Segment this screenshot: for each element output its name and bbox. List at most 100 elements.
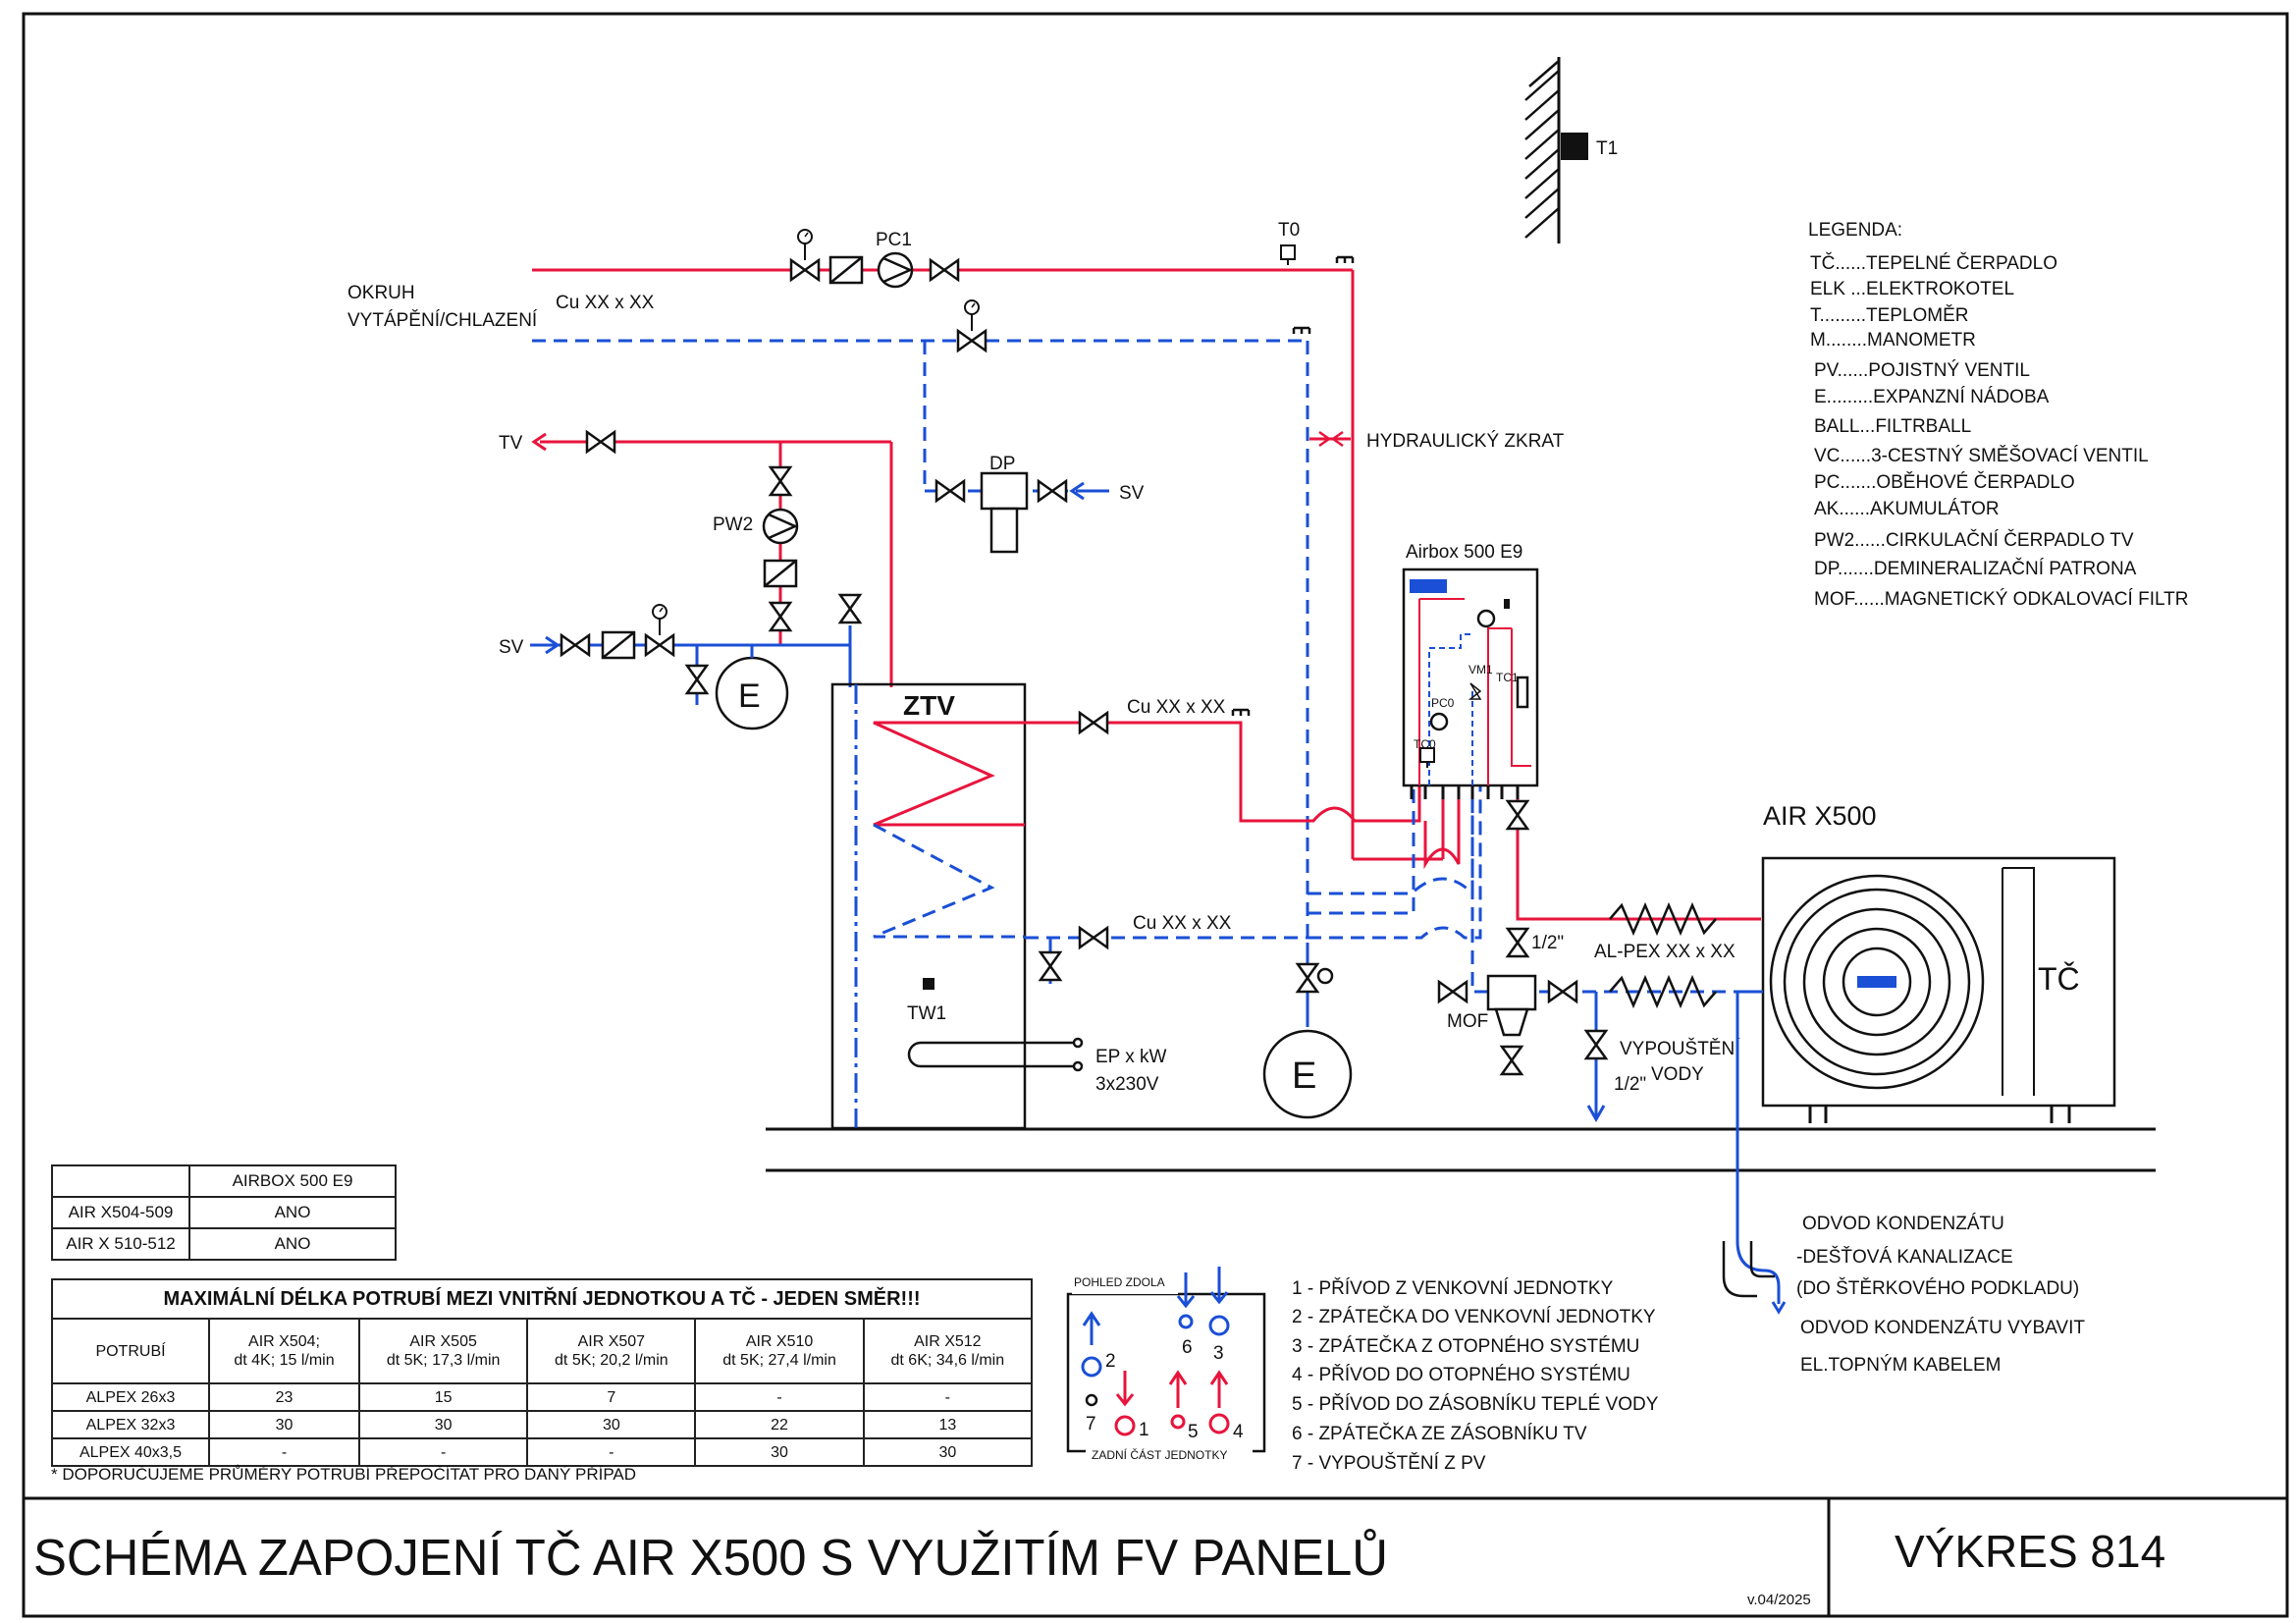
legend-item: PV......POJISTNÝ VENTIL [1814, 360, 2030, 381]
connector-view-top: POHLED ZDOLA [1074, 1275, 1165, 1289]
table-cell: - [694, 1382, 865, 1412]
airbox-label: Airbox 500 E9 [1406, 542, 1522, 563]
pipe-table-title: MAXIMÁLNÍ DÉLKA POTRUBÍ MEZI VNITŘNÍ JED… [51, 1278, 1033, 1320]
col-flow: dt 5K; 27,4 l/min [722, 1352, 836, 1369]
conn-7: 7 [1086, 1414, 1096, 1434]
table-cell: 22 [694, 1410, 865, 1439]
airbox-table-corner [51, 1164, 190, 1198]
table-cell: - [862, 1382, 1034, 1412]
legend-item: T.........TEPLOMĚR [1810, 304, 1969, 326]
pw2-label: PW2 [713, 514, 753, 535]
table-cell: 30 [526, 1410, 697, 1439]
legend-item: E.........EXPANZNÍ NÁDOBA [1814, 387, 2050, 407]
connection-item: 7 - VYPOUŠTĚNÍ Z PV [1292, 1452, 1486, 1474]
legend-item: M........MANOMETR [1810, 330, 1976, 351]
table-row: ALPEX 26x3 23 15 7 - - [51, 1382, 1034, 1412]
col-flow: dt 5K; 20,2 l/min [555, 1352, 668, 1369]
t1-label: T1 [1596, 138, 1618, 159]
col-model: AIR X512 [914, 1333, 982, 1350]
cu-mid-label: Cu XX x XX [1127, 697, 1226, 718]
connection-list: 1 - PŘÍVOD Z VENKOVNÍ JEDNOTKY 2 - ZPÁTE… [1292, 1277, 1659, 1474]
table-cell: AIR X504-509 [51, 1196, 190, 1229]
legend-item: PC.......OBĚHOVÉ ČERPADLO [1814, 471, 2075, 493]
drawing-number: VÝKRES 814 [1895, 1526, 2165, 1577]
tc1-label: TC1 [1496, 671, 1519, 684]
col-flow: dt 5K; 17,3 l/min [386, 1352, 501, 1369]
table-cell: - [526, 1437, 697, 1467]
cond-line2: -DEŠŤOVÁ KANALIZACE [1796, 1246, 2013, 1268]
hot-water-line: TV PW2 [499, 430, 893, 687]
pipe-length-table: MAXIMÁLNÍ DÉLKA POTRUBÍ MEZI VNITŘNÍ JED… [51, 1278, 1034, 1467]
legend-item: ELK ...ELEKTROKOTEL [1810, 279, 2014, 299]
table-cell: 30 [207, 1410, 361, 1439]
col-model: AIR X507 [577, 1333, 646, 1350]
legend-item: VC......3-CESTNÝ SMĚŠOVACÍ VENTIL [1814, 445, 2149, 466]
table-cell: AIR X 510-512 [51, 1227, 190, 1261]
table-row: ALPEX 32x3 30 30 30 22 13 [51, 1410, 1034, 1439]
connection-item: 2 - ZPÁTEČKA DO VENKOVNÍ JEDNOTKY [1292, 1306, 1656, 1327]
cond-line4: ODVOD KONDENZÁTU VYBAVIT [1800, 1318, 2085, 1338]
table-cell: 30 [862, 1437, 1034, 1467]
legend: LEGENDA: TČ......TEPELNÉ ČERPADLO ELK ..… [1808, 220, 2188, 610]
airbox-unit: Airbox 500 E9 PC0 TC0 VM1 TC1 [1402, 542, 1539, 799]
airbox-table-header: AIRBOX 500 E9 [188, 1164, 397, 1198]
airbox-compat-table: AIRBOX 500 E9 AIR X504-509 ANO AIR X 510… [51, 1164, 397, 1261]
cond-line5: EL.TOPNÝM KABELEM [1800, 1355, 2002, 1376]
table-cell: ANO [188, 1196, 397, 1229]
conn-3: 3 [1213, 1343, 1224, 1364]
conn-1: 1 [1139, 1420, 1149, 1440]
pipe-table-footnote: * DOPORUČUJEME PRŮMĚRY POTRUBÍ PŘEPOČÍTA… [51, 1465, 637, 1484]
pc1-label: PC1 [876, 230, 912, 250]
table-cell: - [207, 1437, 361, 1467]
hot-water-tank: ZTV TW1 EP x kW 3x230V [830, 682, 1167, 1130]
heat-pump-air-x500: AIR X500 TČ [1735, 801, 2116, 1178]
ep-voltage-label: 3x230V [1095, 1074, 1159, 1095]
vypousteni1-label: VYPOUŠTĚNÍ [1620, 1038, 1740, 1059]
table-cell: 13 [862, 1410, 1034, 1439]
vm1-label: VM1 [1468, 663, 1493, 676]
conn-5: 5 [1188, 1422, 1199, 1442]
e-bottom-label: E [1292, 1055, 1316, 1097]
conn-6: 6 [1182, 1337, 1193, 1358]
pc0-label: PC0 [1431, 696, 1455, 710]
table-cell: ALPEX 40x3,5 [51, 1437, 210, 1467]
table-cell: 15 [358, 1382, 529, 1412]
dp-label: DP [989, 454, 1015, 474]
sv-left-label: SV [499, 637, 524, 658]
alpex-label: AL-PEX XX x XX [1594, 942, 1735, 962]
legend-item: MOF......MAGNETICKÝ ODKALOVACÍ FILTR [1814, 589, 2188, 610]
tank-to-airbox-pipes: Cu XX x XX Cu XX x XX [1025, 697, 1482, 984]
pipe-table-col-head: POTRUBÍ [51, 1318, 210, 1384]
col-model: AIR X510 [745, 1333, 814, 1350]
t0-label: T0 [1278, 220, 1300, 241]
table-cell: 23 [207, 1382, 361, 1412]
mof-label: MOF [1447, 1011, 1488, 1032]
condensate-drain: ODVOD KONDENZÁTU -DEŠŤOVÁ KANALIZACE (DO… [1722, 1100, 2085, 1376]
table-cell: 30 [694, 1437, 865, 1467]
connection-item: 4 - PŘÍVOD DO OTOPNÉHO SYSTÉMU [1292, 1364, 1630, 1385]
airbox-to-heatpump-pipes: 1/2" AL-PEX XX x XX MOF VYPOUŠTĚNÍ VODY … [1437, 799, 1761, 1123]
table-cell: ANO [188, 1227, 397, 1261]
legend-item: BALL...FILTRBALL [1814, 416, 1971, 437]
col-model: AIR X505 [409, 1333, 477, 1350]
legend-title: LEGENDA: [1808, 220, 1902, 241]
col-flow: dt 6K; 34,6 l/min [890, 1352, 1005, 1369]
tw1-label: TW1 [907, 1003, 946, 1024]
table-row: ALPEX 40x3,5 - - - 30 30 [51, 1437, 1034, 1467]
legend-item: TČ......TEPELNÉ ČERPADLO [1810, 252, 2057, 274]
col-flow: dt 4K; 15 l/min [234, 1352, 335, 1369]
legend-item: DP.......DEMINERALIZAČNÍ PATRONA [1814, 558, 2137, 579]
connection-item: 5 - PŘÍVOD DO ZÁSOBNÍKU TEPLÉ VODY [1292, 1393, 1659, 1415]
connection-item: 6 - ZPÁTEČKA ZE ZÁSOBNÍKU TV [1292, 1423, 1587, 1444]
table-row: AIR X 510-512 ANO [51, 1227, 397, 1261]
table-cell: ALPEX 26x3 [51, 1382, 210, 1412]
table-row: AIR X504-509 ANO [51, 1196, 397, 1229]
sv-dp-label: SV [1119, 483, 1145, 504]
connector-view: POHLED ZDOLA ZADNÍ ČÁST JEDNOTKY 2 6 3 7… [1066, 1267, 1266, 1463]
connection-item: 1 - PŘÍVOD Z VENKOVNÍ JEDNOTKY [1292, 1277, 1614, 1299]
tc-label: TČ [2038, 961, 2080, 997]
hydraulic-label: HYDRAULICKÝ ZKRAT [1366, 431, 1565, 452]
vypousteni2-label: VODY [1651, 1064, 1704, 1085]
okruh-label: OKRUH [347, 283, 415, 303]
